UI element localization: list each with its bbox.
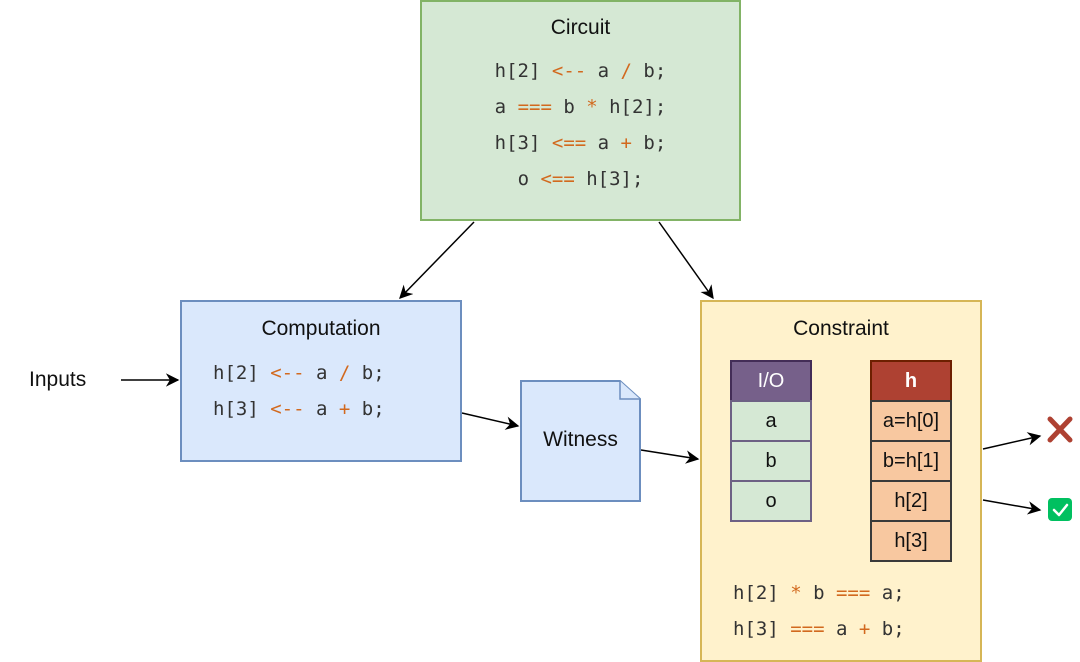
circuit-line-3: h[3] <== a + b;	[494, 132, 667, 154]
computation-title: Computation	[261, 317, 381, 340]
circuit-title: Circuit	[550, 16, 611, 39]
computation-line-1: h[2] <-- a / b;	[213, 362, 385, 384]
h-cell-1: b=h[1]	[870, 440, 952, 482]
io-cell-a: a	[730, 400, 812, 442]
circuit-line-2: a === b * h[2];	[494, 96, 667, 118]
computation-line-2: h[3] <-- a + b;	[213, 398, 385, 420]
arrow-computation-to-witness	[461, 412, 520, 430]
constraint-title: Constraint	[793, 317, 889, 340]
arrow-circuit-to-computation	[399, 221, 475, 299]
h-cell-0: a=h[0]	[870, 400, 952, 442]
io-table-header: I/O	[730, 360, 812, 402]
io-cell-b: b	[730, 440, 812, 482]
arrow-constraint-to-pass	[982, 499, 1042, 515]
constraint-line-1: h[2] * b === a;	[733, 582, 905, 604]
io-cell-o: o	[730, 480, 812, 522]
h-cell-2: h[2]	[870, 480, 952, 522]
circuit-line-1: h[2] <-- a / b;	[494, 60, 667, 82]
h-table-header: h	[870, 360, 952, 402]
arrow-witness-to-constraint	[640, 449, 700, 464]
arrow-circuit-to-constraint	[658, 221, 714, 300]
h-cell-3: h[3]	[870, 520, 952, 562]
computation-box: Computation h[2] <-- a / b; h[3] <-- a +…	[180, 300, 462, 462]
check-icon	[1048, 498, 1072, 521]
witness-document-shape	[520, 380, 641, 502]
cross-icon	[1047, 416, 1073, 443]
constraint-line-2: h[3] === a + b;	[733, 618, 905, 640]
circuit-line-4: o <== h[3];	[517, 168, 644, 190]
inputs-label: Inputs	[29, 368, 87, 391]
arrow-constraint-to-fail	[982, 432, 1042, 450]
witness-label: Witness	[543, 428, 618, 451]
circuit-box: Circuit h[2] <-- a / b; a === b * h[2]; …	[420, 0, 741, 221]
